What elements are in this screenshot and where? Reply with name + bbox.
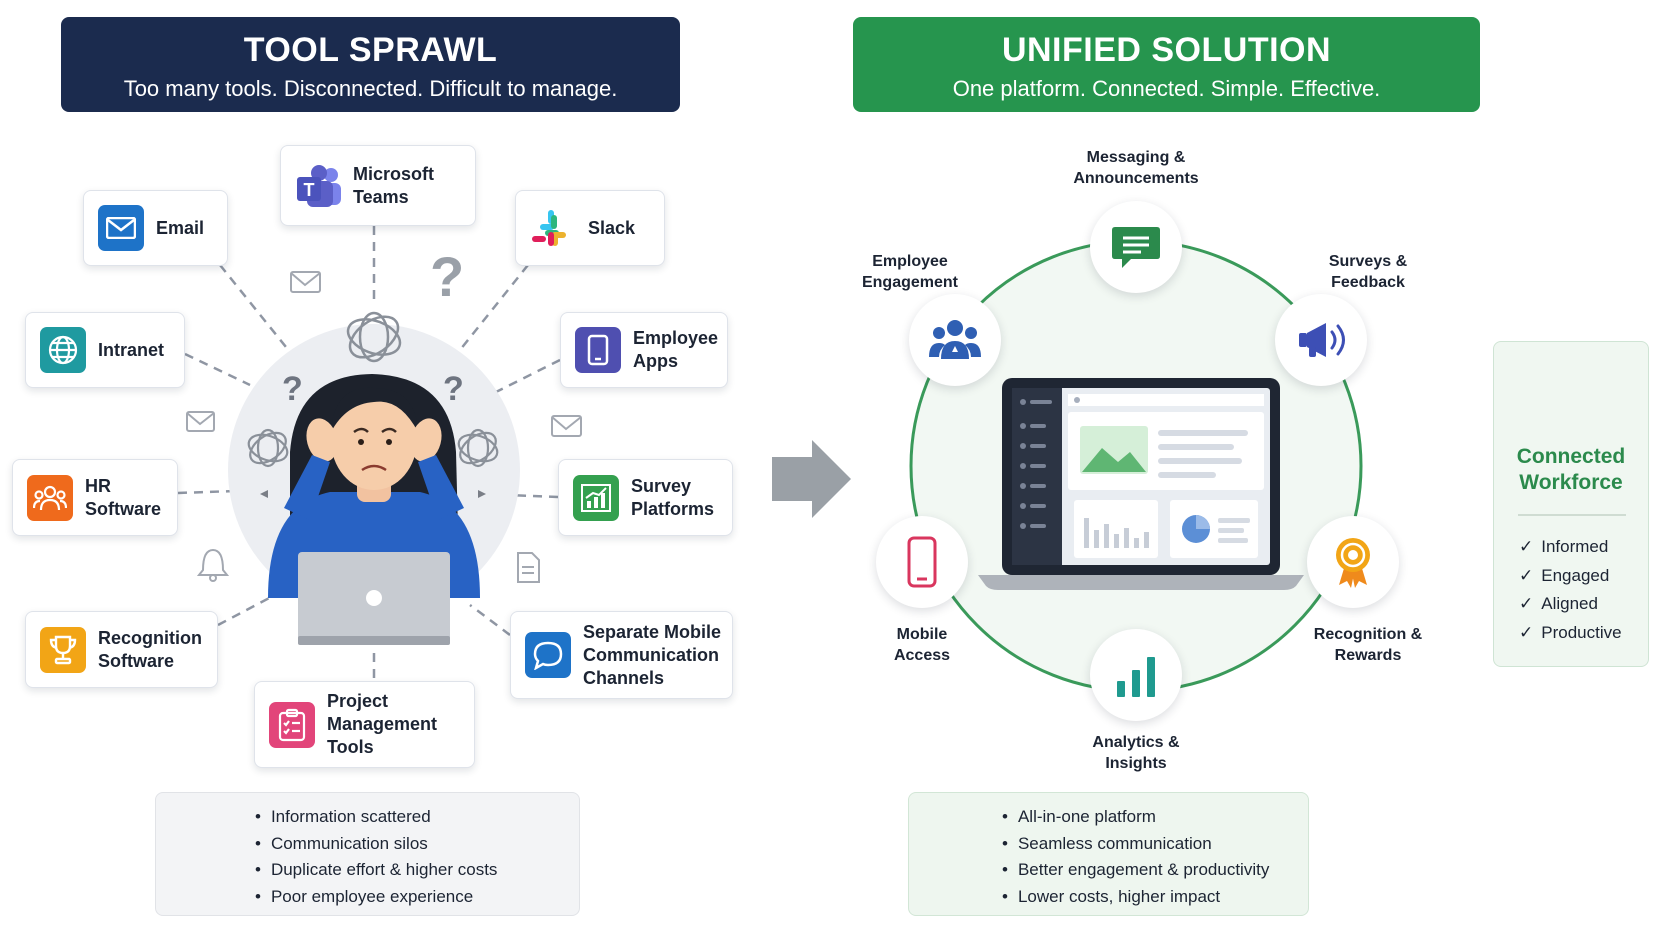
microsoft-teams-icon: T xyxy=(295,163,341,209)
workforce-list: Informed Engaged Aligned Productive xyxy=(1519,533,1622,648)
benefit-list: All-in-one platform Seamless communicati… xyxy=(1002,804,1269,910)
tool-label: Microsoft Teams xyxy=(353,163,434,207)
tool-card-mobile-channels: Separate Mobile Communication Channels xyxy=(510,611,733,699)
tool-label: Employee Apps xyxy=(633,328,719,371)
tool-card-employee-apps: Employee Apps xyxy=(560,312,728,388)
question-mark-icon: ? xyxy=(443,370,464,408)
list-item: Better engagement & productivity xyxy=(1002,857,1269,884)
bell-icon xyxy=(196,548,230,582)
tool-card-microsoft-teams: T Microsoft Teams xyxy=(280,145,476,226)
list-item: Informed xyxy=(1519,533,1622,562)
tool-card-project-management: Project Management Tools xyxy=(254,681,475,768)
connected-workforce-card: Connected Workforce Informed Engaged Ali… xyxy=(1493,341,1649,667)
mobile-app-icon xyxy=(575,327,621,373)
problem-list: Information scattered Communication silo… xyxy=(255,804,497,910)
tool-sprawl-subtitle: Too many tools. Disconnected. Difficult … xyxy=(123,76,618,101)
tangle-icon xyxy=(247,428,289,468)
bar-chart-icon xyxy=(1117,657,1155,697)
smartphone-icon xyxy=(907,536,937,588)
globe-icon xyxy=(40,327,86,373)
feature-label-mobile-access: Mobile Access xyxy=(893,626,951,664)
feature-node-recognition xyxy=(1307,516,1399,608)
tool-sprawl-banner: TOOL SPRAWL Too many tools. Disconnected… xyxy=(61,17,680,112)
feature-label-surveys: Surveys & Feedback xyxy=(1328,253,1408,291)
transition-arrow xyxy=(772,440,851,518)
svg-text:T: T xyxy=(304,180,315,200)
divider xyxy=(1518,514,1626,516)
tool-label: Email xyxy=(156,217,205,238)
tangle-icon xyxy=(346,311,402,363)
feature-label-messaging: Messaging & Announcements xyxy=(1073,149,1199,187)
list-item: All-in-one platform xyxy=(1002,804,1269,831)
message-icon xyxy=(1112,227,1160,268)
feature-node-surveys xyxy=(1275,294,1367,386)
laptop-illustration xyxy=(298,552,450,645)
tool-label: Recognition Software xyxy=(98,627,202,671)
feature-label-recognition: Recognition & Rewards xyxy=(1313,626,1423,664)
list-item: Engaged xyxy=(1519,562,1622,591)
megaphone-icon xyxy=(1299,323,1345,357)
feature-node-messaging xyxy=(1090,201,1182,293)
tool-sprawl-title: TOOL SPRAWL xyxy=(243,31,498,69)
list-item: Lower costs, higher impact xyxy=(1002,884,1269,911)
tool-card-recognition-software: Recognition Software xyxy=(25,611,218,688)
feature-label-analytics: Analytics & Insights xyxy=(1092,734,1180,772)
tool-label: Project Management Tools xyxy=(327,691,438,757)
feature-label-employee-engagement: Employee Engagement xyxy=(861,253,958,291)
tool-card-survey-platforms: Survey Platforms xyxy=(558,459,733,536)
unified-solution-banner: UNIFIED SOLUTION One platform. Connected… xyxy=(853,17,1480,112)
tool-card-email: Email xyxy=(83,190,228,266)
tool-card-hr-software: HR Software xyxy=(12,459,178,536)
workforce-title: Connected Workforce xyxy=(1516,445,1626,494)
feature-node-mobile-access xyxy=(876,516,968,608)
unified-solution-subtitle: One platform. Connected. Simple. Effecti… xyxy=(952,76,1381,101)
tool-label: Slack xyxy=(588,217,636,238)
arrow-tick-icon xyxy=(260,490,486,498)
question-mark-icon: ? xyxy=(282,370,303,408)
people-group-icon xyxy=(27,474,73,521)
tool-card-intranet: Intranet xyxy=(25,312,185,388)
tool-card-slack: Slack xyxy=(515,190,665,266)
list-item: Duplicate effort & higher costs xyxy=(255,857,497,884)
chat-bubble-icon xyxy=(525,632,571,678)
list-item: Information scattered xyxy=(255,804,497,831)
list-item: Productive xyxy=(1519,619,1621,648)
sprawl-problems-panel: Information scattered Communication silo… xyxy=(155,792,580,916)
chart-growth-icon xyxy=(573,474,619,521)
list-item: Seamless communication xyxy=(1002,831,1269,858)
envelope-icon xyxy=(290,271,321,293)
tangle-icon xyxy=(457,428,499,468)
list-item: Communication silos xyxy=(255,831,497,858)
tool-label: HR Software xyxy=(85,475,162,519)
list-item: Aligned xyxy=(1519,590,1622,619)
slack-icon xyxy=(530,205,576,251)
document-icon xyxy=(517,552,540,583)
dashboard-laptop-illustration xyxy=(978,378,1304,590)
tool-label: Separate Mobile Communication Channels xyxy=(583,621,722,688)
unified-solution-title: UNIFIED SOLUTION xyxy=(1001,31,1332,69)
tool-connectors xyxy=(177,226,561,680)
envelope-icon xyxy=(551,415,582,437)
solution-benefits-panel: All-in-one platform Seamless communicati… xyxy=(908,792,1309,916)
question-mark-icon: ? xyxy=(430,245,465,308)
trophy-icon xyxy=(40,626,86,673)
clipboard-icon xyxy=(269,701,315,748)
tool-label: Survey Platforms xyxy=(631,475,715,519)
tool-label: Intranet xyxy=(98,339,165,360)
email-icon xyxy=(98,205,144,251)
feature-node-analytics xyxy=(1090,629,1182,721)
feature-node-employee-engagement xyxy=(909,294,1001,386)
team-icon xyxy=(929,320,981,359)
award-ribbon-icon xyxy=(1336,538,1370,588)
list-item: Poor employee experience xyxy=(255,884,497,911)
envelope-icon xyxy=(186,411,215,432)
